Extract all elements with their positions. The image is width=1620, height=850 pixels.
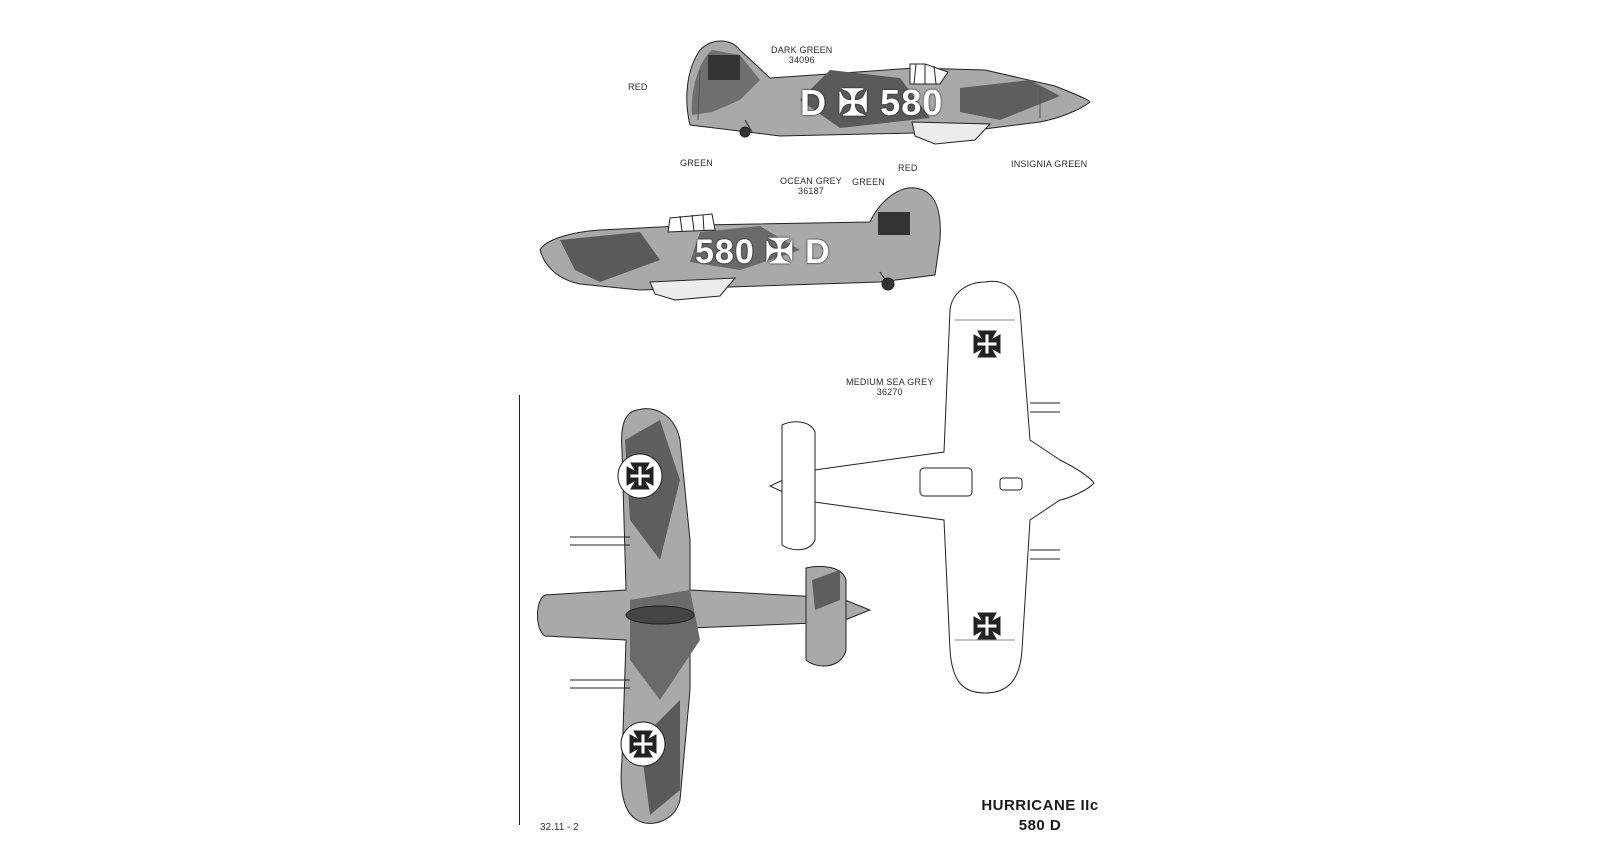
red-label-top: RED <box>628 82 648 92</box>
aircraft-serial: 580 D <box>1018 817 1062 834</box>
medium-sea-grey-label: MEDIUM SEA GREY 36270 <box>846 377 934 397</box>
ocean-grey-name: OCEAN GREY <box>780 176 843 186</box>
right-side-profile <box>686 40 1091 145</box>
ocean-grey-label: OCEAN GREY 36187 <box>780 176 842 196</box>
title-block: HURRICANE IIc 580 D <box>960 796 1120 836</box>
dark-green-label: DARK GREEN 34096 <box>771 45 833 65</box>
upper-surface-plan <box>537 408 872 824</box>
green-label-mid: GREEN <box>852 177 886 187</box>
aircraft-name: HURRICANE IIc <box>981 797 1099 814</box>
left-side-profile <box>539 187 941 301</box>
dark-green-name: DARK GREEN <box>771 45 833 55</box>
lower-surface-plan <box>768 280 1095 694</box>
medium-sea-grey-name: MEDIUM SEA GREY <box>846 377 934 387</box>
medium-sea-grey-code: 36270 <box>876 387 903 397</box>
page-border-line <box>519 395 520 825</box>
dark-green-code: 34096 <box>788 55 815 65</box>
reference-number: 32.11 - 2 <box>540 822 579 833</box>
red-label-mid: RED <box>898 163 918 173</box>
insignia-green-label: INSIGNIA GREEN <box>1011 159 1088 169</box>
ocean-grey-code: 36187 <box>797 186 825 196</box>
green-label-left: GREEN <box>680 158 714 168</box>
right-side-marking: D ✠ 580 <box>800 82 944 123</box>
left-side-marking: 580 ✠ D <box>695 233 831 271</box>
